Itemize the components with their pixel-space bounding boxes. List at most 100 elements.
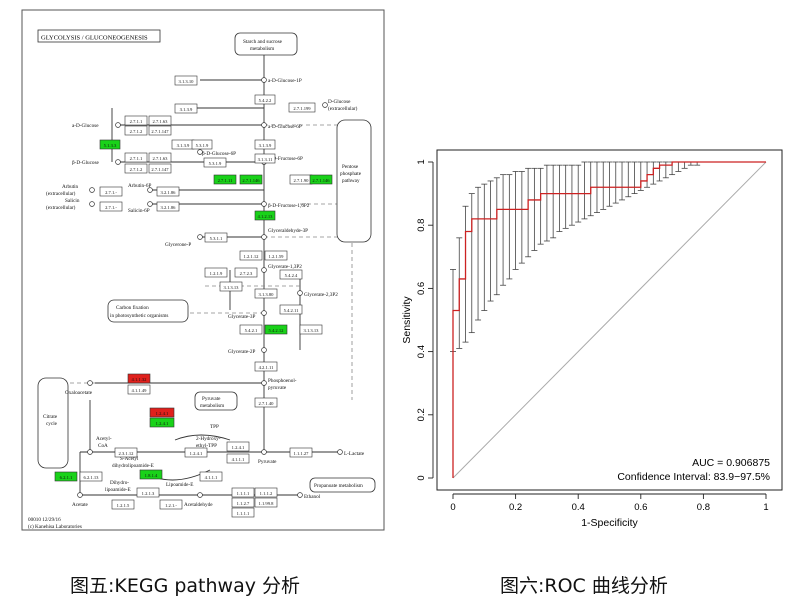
enzyme-label: 1.2.4.1 [156,421,169,426]
enzyme-label: 4.1.1.49 [132,388,148,393]
enzyme-label: 1.1.1.27 [294,451,310,456]
enzyme-box-e1111: 1.1.1.1 [231,507,255,518]
label-ethanol: Ethanol [304,494,321,500]
kegg-map-boxes [37,32,376,493]
enzyme-label: 2.7.1.63 [153,156,169,161]
label-arbutin6p: Arbutin-6P [128,183,151,189]
label-acetate: Acetate [72,502,89,508]
label-aglc: a-D-Glucose [72,123,99,129]
box-pentose [336,119,372,243]
node-g23p [297,290,303,296]
label-gap: Glyceraldehyde-3P [268,228,308,234]
node-bglc6p [197,149,203,155]
label-salicin6p: Salicin-6P [128,208,150,214]
enzyme-box-e42111: 4.2.1.11 [254,361,278,372]
enzyme-label: 2.7.2.3 [240,271,253,276]
label-pentose2: phosphate [340,171,362,177]
roc-ci-bar [568,164,575,226]
label-citrate2: cycle [46,421,58,427]
enzyme-box-e41213: 4.1.2.13 [254,210,276,221]
enzyme-box-e5421b: 5.4.2.1 [239,324,263,335]
kegg-frame [21,9,385,531]
roc-ci-bar [550,164,557,239]
enzyme-box-e27111: 2.7.1.11 [213,174,237,185]
enzyme-label: 5.3.1.9 [196,143,209,148]
enzyme-box-e1811: 1.8.1.4 [139,469,163,480]
enzyme-box-e2713: 2.3.1.12 [114,447,138,458]
kegg-title-box [37,29,161,43]
enzyme-box-e5423: 5.4.2.4 [279,269,303,280]
enzyme-label: 1.2.4.1 [232,445,245,450]
enzyme-box-e1112: 1.1.1.2 [254,487,278,498]
label-acetylcoa2: CoA [98,443,108,449]
enzyme-box-e12141: 1.2.4.1 [226,441,250,452]
enzyme-label: 2.7.1.11 [218,178,233,183]
enzyme-box-e271b: 2.7.1.- [99,201,123,212]
label-pyruvate: Pyruvate [258,459,277,465]
enzyme-box-e1127: 1.1.2.7 [231,497,255,508]
enzyme-box-e11127: 1.1.1.27 [289,447,313,458]
label-pentose3: pathway [342,178,360,184]
enzyme-label: 2.7.1.2 [130,129,143,134]
enzyme-label: 2.7.1.40 [259,401,275,406]
enzyme-box-e32186: 3.2.1.86 [156,186,180,197]
roc-ci-bar [500,174,507,286]
enzyme-box-e2712b: 2.7.1.2 [124,163,148,174]
label-salicin: Salicin [65,198,80,204]
label-glc1p: a-D-Glucose-1P [268,78,302,84]
roc-ci-bar [481,183,488,311]
roc-ci-bar [531,167,538,251]
enzyme-label: 6.2.1.13 [84,475,100,480]
kegg-title: GLYCOLYSIS / GLUCONEOGENESIS [41,35,148,42]
roc-ci-bars [450,161,707,353]
label-copyright: (c) Kanehisa Laboratories [28,523,82,530]
roc-ci-bar [525,167,532,258]
enzyme-label: 1.2.4.1 [190,451,203,456]
node-acetaldehyde [197,492,203,498]
roc-ci-bar [625,161,632,198]
kegg-pathway-map: GLYCOLYSIS / GLUCONEOGENESIS [21,9,385,531]
enzyme-box-e1211: 1.2.1.- [159,499,183,510]
kegg-metabolite-nodes [77,77,343,498]
enzyme-box-e2714a: 2.7.1.147 [148,125,172,136]
label-pep1: Phosphoenol- [268,378,297,384]
node-acetate [77,492,83,498]
enzyme-box-e121: 1.2.1.3 [136,487,160,498]
label-glycerone: Glycerone-P [165,242,191,248]
enzyme-label: 2.7.1.- [105,190,117,195]
roc-ci-bar [662,161,669,179]
roc-x-tick-label: 0.4 [572,502,585,513]
enzyme-box-e1215: 1.2.1.5 [111,499,135,510]
enzyme-box-e3139b: 3.1.3.9 [171,139,195,150]
enzyme-label: 2.7.1.90 [294,178,310,183]
node-glc6p [261,122,267,128]
enzyme-box-e2714: 2.7.1.40 [254,397,278,408]
roc-curve-line [452,161,766,478]
enzyme-box-e2711b: 2.7.1.1 [124,152,148,163]
enzyme-box-e31311: 3.1.3.11 [254,153,276,164]
roc-y-tick-label: 1 [416,159,427,164]
roc-ci-bar [581,161,588,220]
enzyme-box-e5319: 5.3.1.9 [191,139,213,150]
label-acetylcoa1: Acetyl- [96,436,112,442]
enzyme-box-e271a: 2.7.1.- [99,186,123,197]
label-lipoamide: Lipoamide-E [166,482,193,488]
label-starch2: metabolism [250,46,274,52]
enzyme-box-e2714b: 2.7.1.147 [148,163,172,174]
enzyme-label: 2.7.1.146 [242,178,260,183]
enzyme-label: 2.7.1.2 [130,167,143,172]
node-salicin6p [147,201,153,207]
node-aglc [115,122,121,128]
enzyme-label: 5.3.1.9 [209,161,222,166]
enzyme-box-e6211: 6.2.1.1 [54,471,78,482]
roc-ci-bar [487,180,494,302]
enzyme-label: 4.1.1.32 [132,377,148,382]
enzyme-box-e3116: 3.1.3.80 [254,288,278,299]
enzyme-box-e4111: 4.1.1.1 [199,471,223,482]
enzyme-label: 5.3.1.1 [210,236,223,241]
roc-y-tick-label: 0.4 [416,345,427,358]
enzyme-label: 5.4.2.4 [285,273,298,278]
label-carbon1: Carbon fixation [116,304,149,311]
